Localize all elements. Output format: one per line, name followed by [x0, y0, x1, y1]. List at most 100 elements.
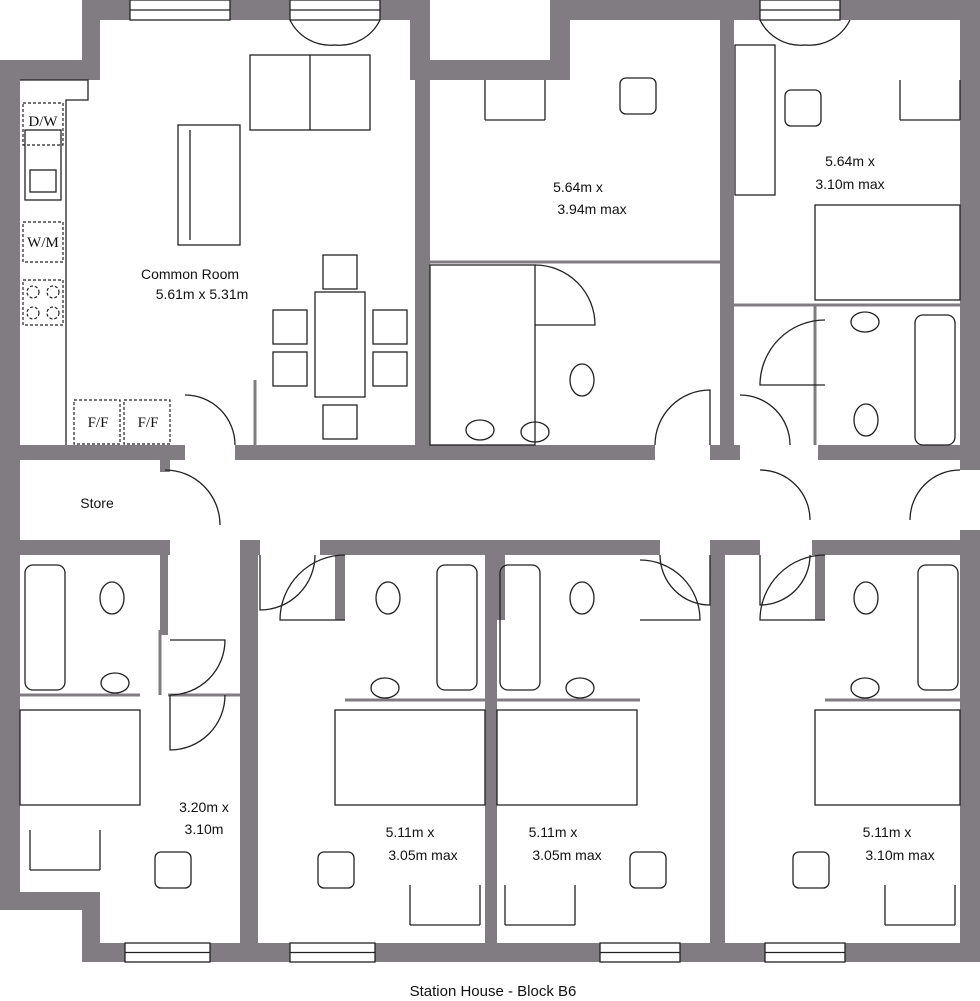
toilet-icon: [375, 581, 401, 615]
chair: [784, 89, 822, 127]
wall-segment: [240, 555, 258, 962]
dining-chair: [272, 309, 308, 345]
dining-chair: [322, 254, 358, 290]
sink-drainer: [24, 129, 62, 201]
dining-chair: [272, 351, 308, 387]
washbasin-icon: [370, 677, 400, 699]
toilet-icon: [853, 403, 879, 437]
wall-segment: [960, 530, 980, 962]
chair: [317, 851, 355, 889]
wall-segment: [818, 445, 980, 460]
room-size-line2: 3.10m: [185, 821, 224, 837]
wardrobe-doors: [29, 830, 101, 871]
door-swing: [639, 559, 701, 621]
wall-segment: [0, 540, 170, 555]
fixtures: [19, 0, 961, 963]
hob-burner: [26, 285, 40, 299]
hob-burner: [46, 285, 60, 299]
washbasin-icon: [850, 677, 880, 699]
bathtub: [436, 564, 478, 691]
fridge-freezer: [123, 399, 171, 445]
sofa: [177, 124, 241, 246]
door-swing: [169, 639, 226, 696]
room-size-line1: 5.11m x: [863, 824, 912, 840]
door-swing: [279, 554, 346, 621]
dishwasher: [22, 102, 64, 146]
bathtub: [499, 564, 541, 691]
wall-segment: [415, 60, 430, 460]
french-door-swing: [759, 19, 851, 46]
hob-burner: [46, 306, 60, 320]
room-size-line1: 5.64m x: [825, 153, 875, 169]
chair: [154, 851, 192, 889]
wardrobe-doors: [504, 885, 576, 926]
dining-table: [314, 291, 366, 398]
bed: [334, 709, 486, 806]
wall-segment: [335, 555, 345, 620]
bathtub: [914, 314, 956, 446]
chair: [629, 851, 667, 889]
wardrobe-doors: [899, 80, 961, 121]
door-swing: [654, 389, 711, 446]
wardrobe-doors: [409, 885, 481, 926]
bed: [496, 709, 638, 806]
door-swing: [659, 554, 711, 606]
shower-tray: [429, 264, 536, 446]
door-swing: [759, 469, 811, 521]
wall-segment: [0, 445, 185, 460]
wall-segment: [815, 555, 825, 620]
bed: [814, 204, 961, 301]
toilet-icon: [853, 581, 879, 615]
chair: [619, 77, 657, 115]
room-size-line1: 5.11m x: [529, 824, 578, 840]
door-swing: [184, 394, 236, 446]
plan-title: Station House - Block B6: [410, 983, 577, 1000]
fridge-freezer-label: F/F: [88, 415, 109, 431]
washbasin-icon: [850, 311, 880, 333]
room-size-line2: 3.10m max: [865, 847, 934, 863]
door-swing: [164, 469, 221, 526]
dining-chair: [322, 404, 358, 440]
wall-segment: [960, 0, 980, 470]
common-room-size: 5.61m x 5.31m: [156, 286, 249, 302]
fridge-freezer-label: F/F: [138, 415, 159, 431]
toilet-icon: [569, 581, 595, 615]
wall-segment: [320, 540, 660, 555]
door-swing: [169, 694, 226, 751]
wall-segment: [710, 540, 760, 555]
wall-segment: [410, 60, 570, 80]
room-size-line1: 5.11m x: [386, 824, 435, 840]
dining-chair: [372, 351, 408, 387]
toilet-icon: [99, 581, 125, 615]
door-swing: [759, 319, 826, 386]
door-swing: [534, 264, 596, 326]
hob-burner: [26, 306, 40, 320]
room-size-line1: 5.64m x: [553, 179, 603, 195]
kitchen-sink: [29, 169, 57, 193]
wall-segment: [812, 540, 980, 555]
washing-machine-label: W/M: [27, 235, 59, 251]
wall-segment: [0, 60, 20, 910]
wall-segment: [160, 460, 170, 472]
toilet-icon: [569, 363, 595, 397]
room-size-line2: 3.10m max: [815, 176, 884, 192]
wall-segment: [720, 20, 734, 460]
wardrobe-doors: [484, 80, 546, 121]
kitchen-counter: [20, 79, 89, 445]
wall-segment: [485, 555, 497, 962]
washbasin-icon: [565, 677, 595, 699]
wall-segment: [710, 555, 725, 962]
wall-segment: [160, 555, 168, 635]
bathtub: [917, 564, 959, 691]
room-size-line2: 3.05m max: [388, 847, 457, 863]
dishwasher-label: D/W: [28, 114, 58, 130]
room-size-line2: 3.94m max: [557, 201, 626, 217]
washing-machine: [22, 221, 64, 263]
washbasin-icon: [465, 419, 495, 441]
wall-segment: [240, 540, 260, 555]
washbasin-icon: [100, 672, 130, 694]
common-room-name: Common Room: [141, 266, 239, 282]
wall-segment: [235, 445, 655, 460]
dining-chair: [372, 309, 408, 345]
